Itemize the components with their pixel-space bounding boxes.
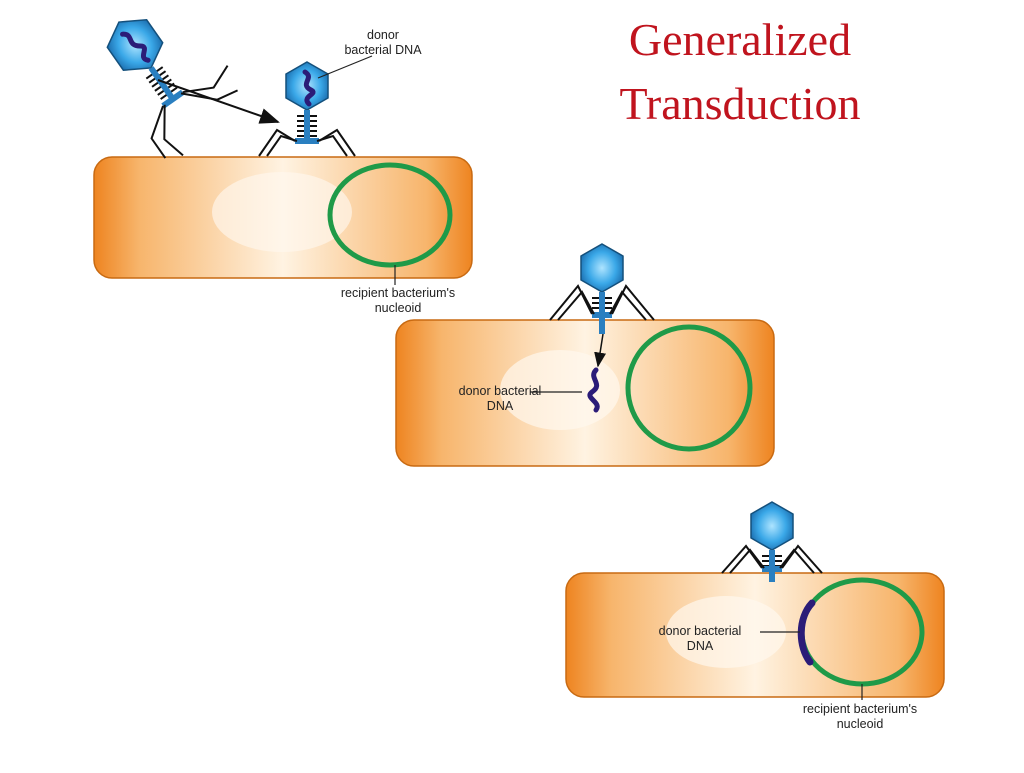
donor-dna-top-leader <box>317 55 373 79</box>
label-recipient-nucleoid-2: recipient bacterium's nucleoid <box>780 702 940 732</box>
label-text: recipient bacterium's <box>340 286 456 300</box>
label-text: bacterial DNA <box>344 43 422 57</box>
label-recipient-nucleoid-1: recipient bacterium's nucleoid <box>318 286 478 316</box>
label-donor-dna-mid: donor bacterial DNA <box>440 384 560 414</box>
injection-arrow <box>594 333 607 368</box>
label-donor-bacterial-dna-top: donor bacterial DNA <box>318 28 448 58</box>
bacterium-cell-3 <box>565 572 945 698</box>
bacterium-cell-1 <box>93 156 473 279</box>
label-text: nucleoid <box>374 301 422 315</box>
phage-attached-2 <box>549 243 655 334</box>
integrated-donor-dna <box>797 599 816 666</box>
nucleoid-2 <box>625 324 753 452</box>
phage-attached-1 <box>258 61 356 157</box>
injected-donor-dna <box>587 367 600 413</box>
label-text: nucleoid <box>836 717 884 731</box>
label-text: donor bacterial <box>658 624 742 638</box>
title-line-2: Transduction <box>619 78 861 129</box>
phage-free <box>106 18 238 159</box>
slide-title: Generalized Transduction <box>560 8 920 136</box>
bacterium-cell-2 <box>395 319 775 467</box>
label-donor-dna-bot: donor bacterial DNA <box>640 624 760 654</box>
label-text: DNA <box>686 639 714 653</box>
nucleoid-1 <box>327 162 453 268</box>
phage-attached-3 <box>721 501 823 582</box>
label-text: recipient bacterium's <box>802 702 918 716</box>
label-text: DNA <box>486 399 514 413</box>
title-line-1: Generalized <box>628 14 852 65</box>
label-text: donor bacterial <box>458 384 542 398</box>
label-text: donor <box>367 28 399 42</box>
attachment-arrow <box>157 79 280 124</box>
